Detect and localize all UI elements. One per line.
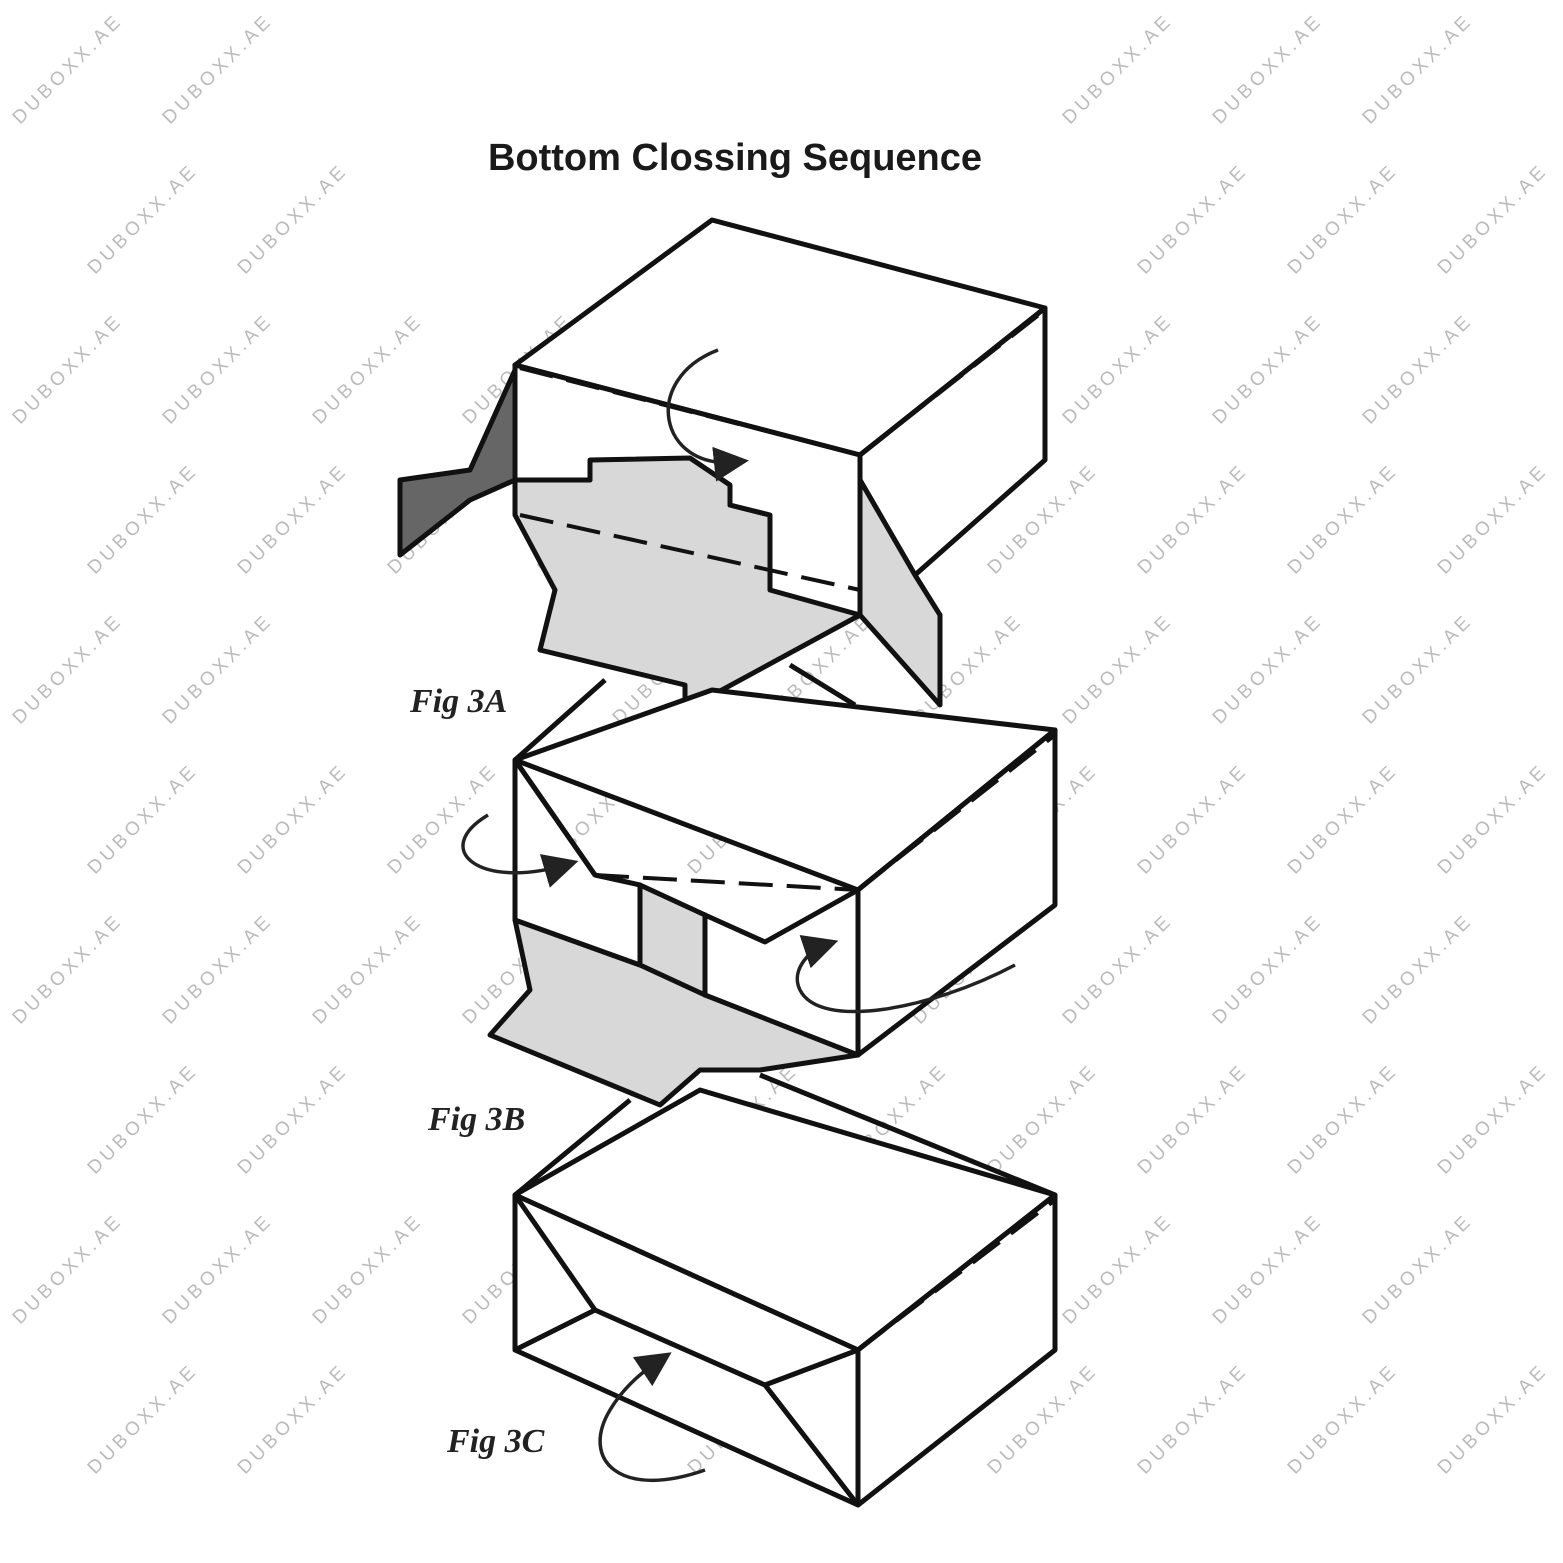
watermark-text: DUBOXX.AE bbox=[1359, 610, 1478, 729]
watermark-text: DUBOXX.AE bbox=[1059, 310, 1178, 429]
watermark-text: DUBOXX.AE bbox=[84, 160, 203, 279]
watermark-text: DUBOXX.AE bbox=[9, 1210, 128, 1329]
watermark-text: DUBOXX.AE bbox=[1059, 610, 1178, 729]
watermark-text: DUBOXX.AE bbox=[159, 910, 278, 1029]
watermark-text: DUBOXX.AE bbox=[234, 460, 353, 579]
watermark-text: DUBOXX.AE bbox=[309, 1210, 428, 1329]
figure-label-3a: Fig 3A bbox=[409, 683, 507, 720]
watermark-text: DUBOXX.AE bbox=[1284, 1360, 1403, 1479]
watermark-text: DUBOXX.AE bbox=[1284, 760, 1403, 879]
watermark-text: DUBOXX.AE bbox=[9, 610, 128, 729]
watermark-text: DUBOXX.AE bbox=[84, 460, 203, 579]
watermark-text: DUBOXX.AE bbox=[1434, 460, 1553, 579]
watermark-text: DUBOXX.AE bbox=[159, 10, 278, 129]
watermark-text: DUBOXX.AE bbox=[1209, 610, 1328, 729]
watermark-text: DUBOXX.AE bbox=[159, 310, 278, 429]
watermark-text: DUBOXX.AE bbox=[309, 910, 428, 1029]
watermark-text: DUBOXX.AE bbox=[1434, 1060, 1553, 1179]
fold-arrow bbox=[666, 348, 749, 482]
watermark-text: DUBOXX.AE bbox=[84, 1360, 203, 1479]
watermark-text: DUBOXX.AE bbox=[234, 160, 353, 279]
watermark-text: DUBOXX.AE bbox=[234, 760, 353, 879]
watermark-text: DUBOXX.AE bbox=[1209, 10, 1328, 129]
watermark-text: DUBOXX.AE bbox=[1059, 1210, 1178, 1329]
center-strip bbox=[637, 882, 708, 998]
watermark-text: DUBOXX.AE bbox=[9, 310, 128, 429]
watermark-text: DUBOXX.AE bbox=[1359, 1210, 1478, 1329]
diagram-title: Bottom Clossing Sequence bbox=[488, 137, 982, 179]
watermark-text: DUBOXX.AE bbox=[1434, 160, 1553, 279]
watermark-text: DUBOXX.AE bbox=[1434, 760, 1553, 879]
figure-label-3b: Fig 3B bbox=[427, 1101, 525, 1138]
figure-3b bbox=[461, 662, 1058, 1108]
watermark-text: DUBOXX.AE bbox=[1359, 910, 1478, 1029]
watermark-text: DUBOXX.AE bbox=[1284, 160, 1403, 279]
watermark-text: DUBOXX.AE bbox=[84, 760, 203, 879]
watermark-text: DUBOXX.AE bbox=[1134, 460, 1253, 579]
watermark-text: DUBOXX.AE bbox=[1134, 1360, 1253, 1479]
watermark-text: DUBOXX.AE bbox=[159, 610, 278, 729]
watermark-text: DUBOXX.AE bbox=[1359, 310, 1478, 429]
watermark-text: DUBOXX.AE bbox=[234, 1060, 353, 1179]
watermark-text: DUBOXX.AE bbox=[984, 1060, 1103, 1179]
watermark-text: DUBOXX.AE bbox=[1059, 10, 1178, 129]
figure-label-3c: Fig 3C bbox=[446, 1423, 545, 1460]
watermark-text: DUBOXX.AE bbox=[159, 1210, 278, 1329]
fold-arrow bbox=[598, 1352, 706, 1482]
watermark-text: DUBOXX.AE bbox=[9, 910, 128, 1029]
watermark-text: DUBOXX.AE bbox=[1284, 1060, 1403, 1179]
watermark-text: DUBOXX.AE bbox=[1209, 1210, 1328, 1329]
watermark-text: DUBOXX.AE bbox=[1134, 1060, 1253, 1179]
watermark-text: DUBOXX.AE bbox=[1359, 10, 1478, 129]
watermark-text: DUBOXX.AE bbox=[1434, 1360, 1553, 1479]
watermark-text: DUBOXX.AE bbox=[9, 10, 128, 129]
watermark-text: DUBOXX.AE bbox=[1059, 910, 1178, 1029]
figure-3a bbox=[397, 217, 1048, 713]
fold-arrow bbox=[461, 813, 579, 888]
watermark-text: DUBOXX.AE bbox=[309, 310, 428, 429]
watermark-text: DUBOXX.AE bbox=[84, 1060, 203, 1179]
figure-3c bbox=[512, 1072, 1058, 1508]
watermark-text: DUBOXX.AE bbox=[1209, 310, 1328, 429]
watermark-text: DUBOXX.AE bbox=[1134, 160, 1253, 279]
watermark-text: DUBOXX.AE bbox=[1134, 760, 1253, 879]
watermark-text: DUBOXX.AE bbox=[234, 1360, 353, 1479]
side-flap-right bbox=[857, 477, 943, 708]
watermark-text: DUBOXX.AE bbox=[1209, 910, 1328, 1029]
watermark-text: DUBOXX.AE bbox=[1284, 460, 1403, 579]
fold-arrow bbox=[795, 935, 1016, 1014]
